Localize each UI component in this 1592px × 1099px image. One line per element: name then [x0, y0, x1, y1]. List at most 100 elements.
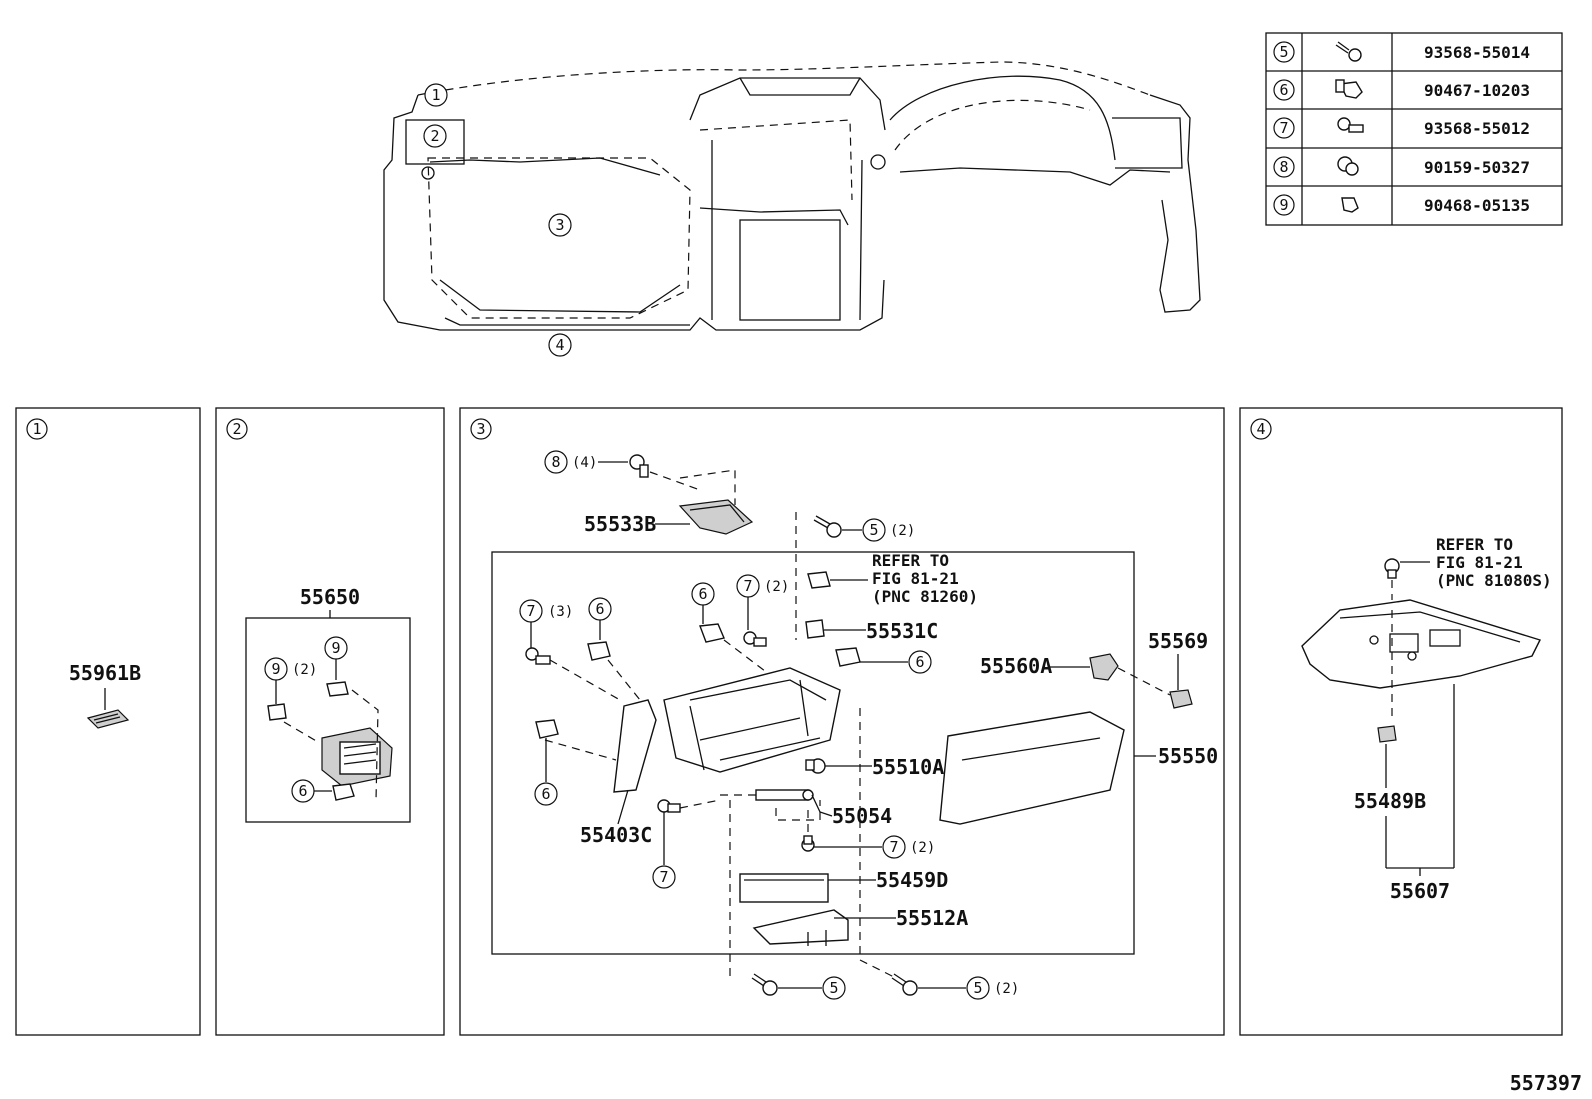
vent-part	[86, 709, 130, 729]
quantity: (2)	[764, 579, 789, 595]
overview-callout: 3	[555, 216, 564, 234]
callout: 8	[551, 453, 560, 471]
quantity: (3)	[548, 604, 573, 620]
bolt-icon	[1337, 156, 1359, 176]
clip-icon	[1341, 197, 1359, 213]
part-number: 55459D	[876, 868, 948, 892]
callout: 5	[829, 979, 838, 997]
callout: 9	[271, 660, 280, 678]
table-part-number: 90159-50327	[1424, 158, 1530, 177]
callout: 6	[915, 653, 924, 671]
quantity: (2)	[994, 981, 1019, 997]
register-part	[321, 727, 393, 787]
bumper-part	[805, 758, 826, 774]
callout: 9	[331, 639, 340, 657]
bolt-icon	[629, 454, 649, 478]
part-number: 55607	[1390, 879, 1450, 903]
part-number: 55569	[1148, 629, 1208, 653]
table-row: 5 93568-55014	[1273, 41, 1530, 63]
callout: 7	[659, 868, 668, 886]
table-part-number: 93568-55012	[1424, 119, 1530, 138]
table-part-number: 90467-10203	[1424, 81, 1530, 100]
refer-line: FIG 81-21	[1436, 553, 1523, 572]
table-row: 7 93568-55012	[1273, 117, 1530, 139]
clip-icon	[835, 647, 861, 667]
part-number: 55533B	[584, 512, 656, 536]
table-part-number: 93568-55014	[1424, 43, 1530, 62]
tray-part	[752, 909, 849, 946]
table-ref: 9	[1279, 196, 1288, 214]
clip-icon	[699, 623, 725, 643]
table-row: 8 90159-50327	[1273, 156, 1530, 178]
clip-icon	[267, 703, 287, 721]
callout: 7	[889, 838, 898, 856]
table-part-number: 90468-05135	[1424, 196, 1530, 215]
panel-4: 4 REFER TO FIG 81-21 (PNC 81080S) 55489B…	[1239, 407, 1563, 1036]
bolt-icon	[1335, 41, 1362, 62]
panel-number: 4	[1256, 420, 1265, 438]
table-row: 6 90467-10203	[1273, 79, 1530, 101]
panel-number: 3	[476, 420, 485, 438]
refer-line: (PNC 81260)	[872, 587, 978, 606]
bolt-icon	[657, 799, 681, 813]
table-ref: 8	[1279, 158, 1288, 176]
clip-icon	[1335, 79, 1363, 99]
shaft-part	[755, 789, 814, 801]
table-row: 9 90468-05135	[1273, 194, 1530, 216]
callout: 6	[298, 782, 307, 800]
bolt-icon	[525, 647, 551, 665]
part-number: 55550	[1158, 744, 1218, 768]
part-number: 55560A	[980, 654, 1052, 678]
clip-icon	[535, 719, 559, 739]
part-number: 55961B	[69, 661, 141, 685]
callout: 5	[869, 521, 878, 539]
table-ref: 7	[1279, 119, 1288, 137]
diagram-id: 557397	[1510, 1071, 1582, 1095]
clip-icon	[326, 681, 349, 697]
callout: 7	[526, 602, 535, 620]
panel-number: 2	[232, 420, 241, 438]
bolt-icon	[743, 631, 767, 647]
damper-part	[1169, 689, 1193, 709]
refer-line: FIG 81-21	[872, 569, 959, 588]
glovebox-frame-part	[663, 667, 841, 773]
panel-2: 2 55650 9 9 (2) 6	[215, 407, 445, 1036]
bolt-icon	[891, 973, 918, 996]
part-number: 55512A	[896, 906, 968, 930]
clip-icon	[332, 783, 355, 801]
stopper-part	[1089, 653, 1119, 681]
under-cover-part	[1301, 599, 1541, 689]
bolt-icon	[751, 973, 778, 996]
callout: 7	[743, 577, 752, 595]
clip-icon	[805, 619, 825, 639]
callout: 6	[595, 600, 604, 618]
part-number: 55489B	[1354, 789, 1426, 813]
callout: 6	[541, 785, 550, 803]
callout: 5	[973, 979, 982, 997]
part-number: 55531C	[866, 619, 938, 643]
overview-callout: 4	[555, 336, 564, 354]
overview-callout: 2	[430, 127, 439, 145]
part-number: 55054	[832, 804, 892, 828]
bolt-icon	[801, 835, 815, 852]
part-number: 55650	[300, 585, 360, 609]
panel-1: 1 55961B	[15, 407, 201, 1036]
lid-part	[739, 873, 829, 903]
bracket-part	[678, 499, 754, 535]
quantity: (2)	[910, 840, 935, 856]
side-panel-part	[613, 699, 657, 793]
clip-icon	[587, 641, 611, 661]
clip-icon	[807, 571, 831, 589]
cover-plate-part	[1377, 725, 1397, 743]
refer-line: REFER TO	[1436, 535, 1513, 554]
bolt-icon	[813, 515, 842, 538]
glovebox-door-part	[939, 711, 1125, 825]
part-number: 55510A	[872, 755, 944, 779]
table-ref: 5	[1279, 43, 1288, 61]
panel-number: 1	[32, 420, 41, 438]
clip-icon	[1384, 558, 1400, 579]
fastener-table: 5 93568-55014 6 90467-10203 7 93568-5501…	[1265, 32, 1563, 226]
bolt-icon	[1337, 117, 1364, 133]
overview-callout: 1	[431, 86, 440, 104]
